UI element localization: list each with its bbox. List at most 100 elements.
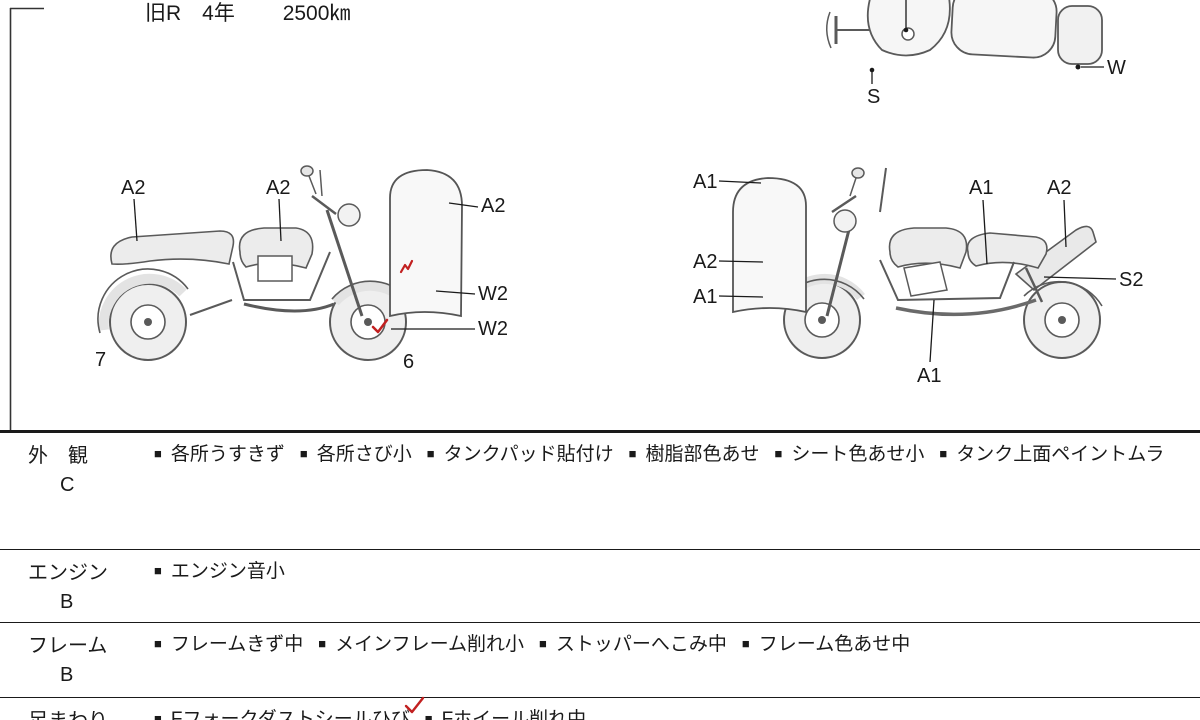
condition-item: ■ Fホイール削れ中 xyxy=(425,709,586,720)
table-row: 足まわり ■Fフォークダストシールひび■Fホイール削れ中 xyxy=(0,698,1200,720)
red-scribble-icon xyxy=(399,259,414,274)
condition-item-text: フレーム色あせ中 xyxy=(758,634,911,655)
label-left-front-wheel: W2 xyxy=(478,318,508,340)
category-cell: フレーム B xyxy=(0,629,128,697)
label-right-engine: A1 xyxy=(917,365,942,387)
condition-item: ■ フレームきず中 xyxy=(154,634,303,655)
condition-item: ■ タンク上面ペイントムラ xyxy=(939,444,1164,465)
category-name: 足まわり xyxy=(28,704,128,720)
panel-number-rear: 7 xyxy=(95,349,107,371)
label-left-front-cowl: A2 xyxy=(481,195,506,217)
category-grade: B xyxy=(60,664,74,686)
condition-table: 外 観 C ■各所うすきず■各所さび小■タンクパッド貼付け■樹脂部色あせ■シート… xyxy=(0,430,1200,720)
bullet-icon: ■ xyxy=(628,446,637,461)
condition-table-rows: 外 観 C ■各所うすきず■各所さび小■タンクパッド貼付け■樹脂部色あせ■シート… xyxy=(0,433,1200,720)
red-check-icon xyxy=(404,696,425,714)
leader-lines xyxy=(133,0,1117,363)
table-row: フレーム B ■ フレームきず中 ■ メインフレーム削れ小 ■ ストッパーへこみ中 ■ フレー… xyxy=(0,623,1200,698)
condition-item: ■各所さび小 xyxy=(300,444,412,465)
table-row: 外 観 C ■各所うすきず■各所さび小■タンクパッド貼付け■樹脂部色あせ■シート… xyxy=(0,433,1200,550)
category-cell: 足まわり xyxy=(0,704,128,720)
condition-item-text: タンクパッド貼付け xyxy=(443,444,614,465)
mileage-value: 2500㎞ xyxy=(282,2,351,25)
vehicle-info-header: 旧R 4年 2500㎞ xyxy=(145,0,350,27)
bullet-icon: ■ xyxy=(154,446,162,461)
red-check-icon xyxy=(371,318,389,334)
bullet-icon: ■ xyxy=(426,446,435,461)
condition-item-text: ストッパーへこみ中 xyxy=(555,634,727,655)
front-cowl-panel xyxy=(732,177,807,314)
handlebar xyxy=(311,195,337,215)
label-right-cowl-top: A1 xyxy=(693,171,718,193)
condition-item-text: 各所さび小 xyxy=(316,444,412,465)
handlebar-grip xyxy=(826,11,832,49)
bullet-icon: ■ xyxy=(318,636,327,651)
condition-item-text: フレームきず中 xyxy=(170,634,304,655)
category-items: ■ エンジン音小 xyxy=(128,556,1200,622)
condition-item-text: 樹脂部色あせ xyxy=(645,444,760,465)
fuel-tank xyxy=(888,227,968,269)
category-items: ■Fフォークダストシールひび■Fホイール削れ中 xyxy=(128,704,1200,720)
label-top-w: W xyxy=(1107,57,1126,79)
label-left-rear-cowl: A2 xyxy=(121,177,146,199)
bullet-icon: ■ xyxy=(154,636,162,651)
frame xyxy=(232,251,331,301)
condition-item-text: メインフレーム削れ小 xyxy=(335,634,525,655)
seat-cowl xyxy=(966,232,1048,269)
category-name: 外 観 xyxy=(28,445,88,467)
sheet-frame-lines xyxy=(9,7,44,430)
registration-year: 旧R 4年 xyxy=(145,2,235,25)
engine xyxy=(903,261,948,297)
mirror-stalk xyxy=(308,175,317,195)
label-right-seat: A1 xyxy=(969,177,994,199)
table-row: エンジン B ■ エンジン音小 xyxy=(0,550,1200,623)
seat-top xyxy=(950,0,1058,59)
front-fork xyxy=(325,209,364,317)
seat-cowl xyxy=(110,230,235,265)
rear-fender xyxy=(98,273,187,331)
category-cell: 外 観 C xyxy=(0,439,128,549)
label-top-s: S xyxy=(867,86,881,108)
condition-item: ■ シート色あせ小 xyxy=(775,444,925,465)
condition-item-text: Fホイール削れ中 xyxy=(441,709,587,720)
rear-fender-top xyxy=(1057,5,1103,65)
category-name: フレーム xyxy=(28,635,108,657)
category-name: エンジン xyxy=(28,562,108,584)
category-items: ■各所うすきず■各所さび小■タンクパッド貼付け■樹脂部色あせ■シート色あせ小■タ… xyxy=(128,439,1200,549)
condition-item-text: タンク上面ペイントムラ xyxy=(956,444,1165,465)
bullet-icon: ■ xyxy=(741,636,750,651)
label-left-tank: A2 xyxy=(266,177,291,199)
bullet-icon: ■ xyxy=(539,636,547,651)
category-grade: C xyxy=(60,474,75,496)
engine xyxy=(257,255,293,282)
handlebar xyxy=(831,194,857,214)
category-grade: B xyxy=(60,591,74,613)
bullet-icon: ■ xyxy=(154,563,162,578)
red-damage-marks xyxy=(371,259,414,334)
bullet-icon: ■ xyxy=(939,446,948,461)
right-side-diagram xyxy=(732,167,1103,359)
headlight xyxy=(337,203,361,227)
mirror-stalk xyxy=(849,177,857,197)
label-left-fork: W2 xyxy=(478,283,508,305)
condition-item: ■各所うすきず xyxy=(154,444,285,465)
exhaust xyxy=(243,302,335,313)
condition-item: ■ ストッパーへこみ中 xyxy=(539,634,727,655)
category-cell: エンジン B xyxy=(0,556,128,622)
condition-item: ■ メインフレーム削れ小 xyxy=(318,634,524,655)
condition-item-text: エンジン音小 xyxy=(170,561,285,582)
bullet-icon: ■ xyxy=(424,711,433,720)
motorcycle-diagrams xyxy=(9,0,1117,430)
label-right-rear-wheel: S2 xyxy=(1119,269,1144,291)
condition-item-text: シート色あせ小 xyxy=(791,444,925,465)
exhaust xyxy=(895,298,1037,317)
bullet-icon: ■ xyxy=(774,446,783,461)
left-side-diagram xyxy=(97,165,463,361)
bullet-icon: ■ xyxy=(154,711,162,720)
label-right-cowl-mid: A2 xyxy=(693,251,718,273)
frame xyxy=(879,259,1015,302)
label-right-rear-fender: A2 xyxy=(1047,177,1072,199)
mirror xyxy=(300,165,314,177)
headlight xyxy=(833,209,857,233)
